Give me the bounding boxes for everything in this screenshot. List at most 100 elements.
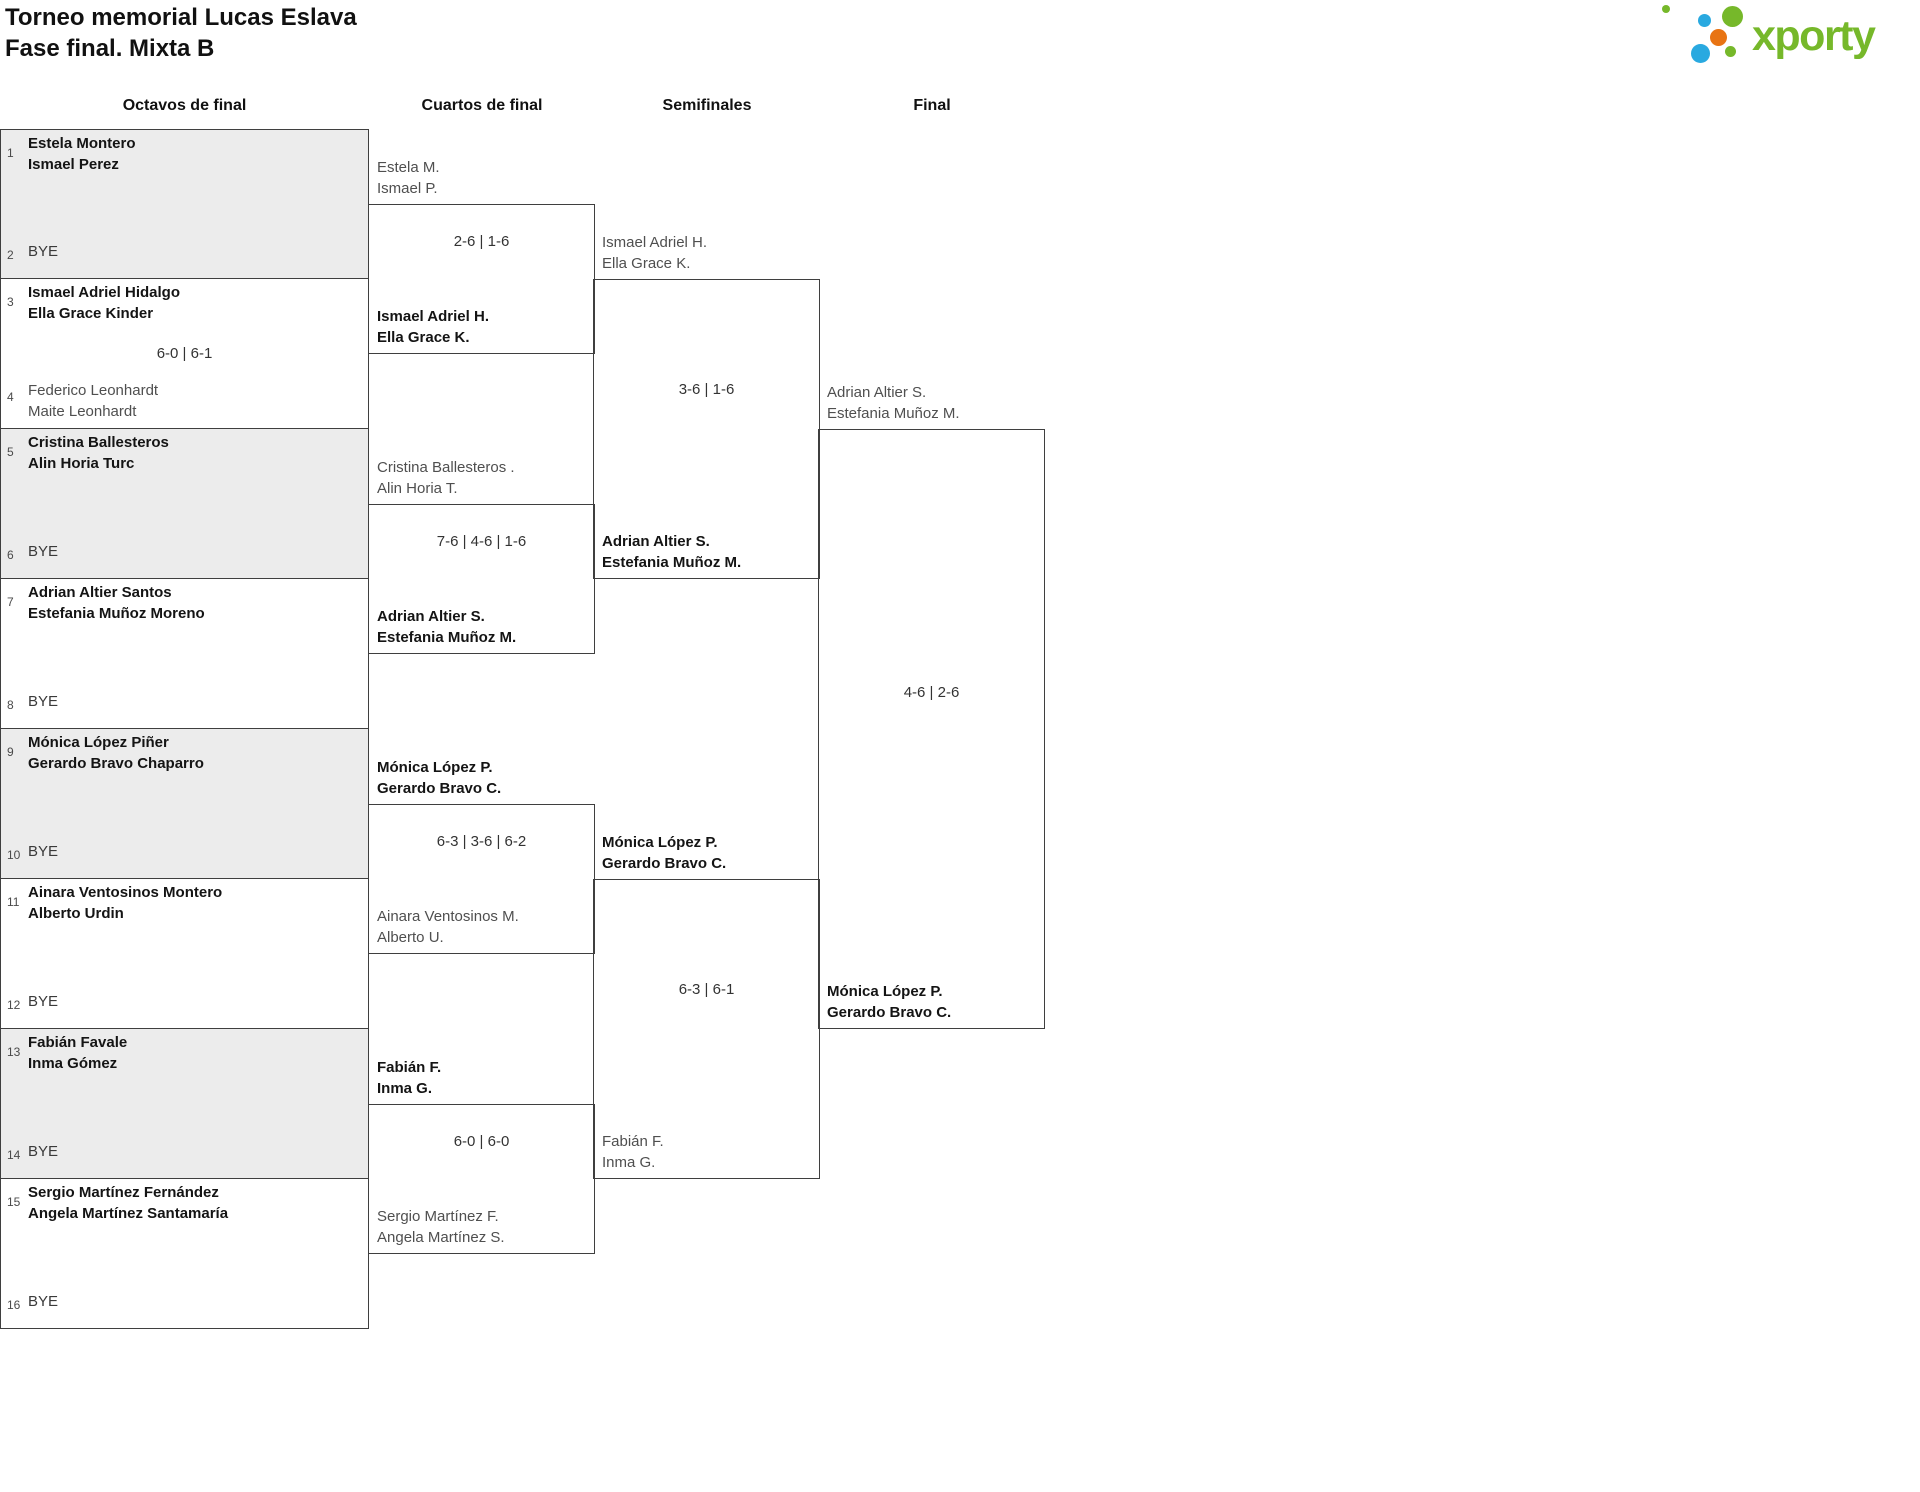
xporty-logo[interactable] — [1655, 0, 1920, 75]
player-name: Estela M. — [377, 159, 440, 176]
seed-number: 8 — [7, 698, 14, 712]
player-name: Federico Leonhardt — [28, 382, 159, 399]
seed-number: 13 — [7, 1045, 21, 1059]
logo-dot-blue-small — [1698, 14, 1711, 27]
team-label-sf1-top: Ismael Adriel H. Ella Grace K. — [602, 232, 817, 274]
player-name: Ainara Ventosinos Montero — [28, 884, 223, 901]
team-label-qf2-top: Cristina Ballesteros . Alin Horia T. — [377, 457, 592, 499]
player-name: Alin Horia Turc — [28, 455, 135, 472]
player-name: Adrian Altier S. — [602, 533, 710, 550]
match-box-final — [818, 429, 1045, 1029]
r16-block-5: 9 Mónica López Piñer Gerardo Bravo Chapa… — [0, 729, 369, 879]
player-name: Ismael Adriel H. — [602, 234, 708, 251]
team-label-qf4-top: Fabián F. Inma G. — [377, 1057, 592, 1099]
player-name: Estela Montero — [28, 135, 136, 152]
team-label-qf3-top: Mónica López P. Gerardo Bravo C. — [377, 757, 592, 799]
seed-number: 16 — [7, 1298, 21, 1312]
player-name: Ella Grace K. — [377, 329, 470, 346]
seed-number: 15 — [7, 1195, 21, 1209]
match-box-qf4 — [368, 1104, 595, 1254]
seed-number: 11 — [7, 895, 20, 909]
phase-name: Fase final. Mixta B — [5, 35, 215, 62]
score-sf1: 3-6 | 1-6 — [678, 381, 735, 398]
match-box-qf2 — [368, 504, 595, 654]
r16-block-1: 1 Estela Montero Ismael Perez 2 BYE — [0, 129, 369, 279]
team-slot-3: 3 Ismael Adriel Hidalgo Ella Grace Kinde… — [1, 282, 368, 324]
bye-slot-16: 16 BYE — [1, 1292, 368, 1312]
team-slot-7: 7 Adrian Altier Santos Estefania Muñoz M… — [1, 582, 368, 624]
player-name: Gerardo Bravo C. — [827, 1004, 952, 1021]
team-label-qf4-bottom: Sergio Martínez F. Angela Martínez S. — [377, 1206, 592, 1248]
player-name: Alberto U. — [377, 929, 444, 946]
player-name: Ella Grace K. — [602, 255, 691, 272]
player-name: Ismael P. — [377, 180, 438, 197]
player-name: Fabián F. — [377, 1059, 442, 1076]
r16-block-2: 3 Ismael Adriel Hidalgo Ella Grace Kinde… — [0, 279, 369, 429]
team-label-qf2-bottom: Adrian Altier S. Estefania Muñoz M. — [377, 606, 592, 648]
logo-dot-orange — [1710, 29, 1727, 46]
match-score-r16: 6-0 | 6-1 — [156, 345, 213, 362]
player-name: Gerardo Bravo C. — [602, 855, 727, 872]
seed-number: 4 — [7, 390, 14, 404]
seed-number: 3 — [7, 295, 14, 309]
player-name: Gerardo Bravo C. — [377, 780, 502, 797]
logo-wordmark: xporty — [1752, 12, 1876, 60]
player-name: Adrian Altier Santos — [28, 584, 172, 601]
r16-block-6: 11 Ainara Ventosinos Montero Alberto Urd… — [0, 879, 369, 1029]
player-name: Sergio Martínez F. — [377, 1208, 499, 1225]
team-slot-4: 4 Federico Leonhardt Maite Leonhardt — [1, 380, 368, 422]
player-name: Alin Horia T. — [377, 480, 458, 497]
seed-number: 9 — [7, 745, 14, 759]
team-slot-13: 13 Fabián Favale Inma Gómez — [1, 1032, 368, 1074]
r16-block-8: 15 Sergio Martínez Fernández Angela Mart… — [0, 1179, 369, 1329]
player-name: Mónica López P. — [377, 759, 493, 776]
player-name: Ismael Adriel H. — [377, 308, 489, 325]
player-name: Alberto Urdin — [28, 905, 124, 922]
bye-slot-2: 2 BYE — [1, 242, 368, 262]
bye-label: BYE — [28, 693, 59, 710]
player-name: Inma Gómez — [28, 1055, 118, 1072]
bye-slot-6: 6 BYE — [1, 542, 368, 562]
score-qf2: 7-6 | 4-6 | 1-6 — [436, 533, 527, 550]
seed-number: 7 — [7, 595, 14, 609]
player-name: Adrian Altier S. — [827, 384, 927, 401]
page-title: Torneo memorial Lucas Eslava Fase final.… — [5, 2, 357, 64]
score-qf4: 6-0 | 6-0 — [453, 1133, 510, 1150]
bye-label: BYE — [28, 543, 59, 560]
player-name: Fabián F. — [602, 1133, 664, 1150]
round-header-octavos: Octavos de final — [122, 97, 247, 114]
player-name: Estefania Muñoz Moreno — [28, 605, 205, 622]
player-name: Ella Grace Kinder — [28, 305, 154, 322]
player-name: Maite Leonhardt — [28, 403, 137, 420]
seed-number: 6 — [7, 548, 14, 562]
round-header-final: Final — [913, 97, 951, 114]
team-label-qf1-bottom: Ismael Adriel H. Ella Grace K. — [377, 306, 592, 348]
bye-slot-10: 10 BYE — [1, 842, 368, 862]
team-slot-11: 11 Ainara Ventosinos Montero Alberto Urd… — [1, 882, 368, 924]
player-name: Angela Martínez S. — [377, 1229, 505, 1246]
player-name: Cristina Ballesteros . — [377, 459, 515, 476]
bye-label: BYE — [28, 843, 59, 860]
player-name: Estefania Muñoz M. — [827, 405, 960, 422]
player-name: Estefania Muñoz M. — [377, 629, 517, 646]
player-name: Sergio Martínez Fernández — [28, 1184, 219, 1201]
player-name: Mónica López Piñer — [28, 734, 169, 751]
player-name: Inma G. — [377, 1080, 433, 1097]
logo-dot-green-tiny — [1662, 5, 1670, 13]
round-header-cuartos: Cuartos de final — [421, 97, 543, 114]
r16-block-4: 7 Adrian Altier Santos Estefania Muñoz M… — [0, 579, 369, 729]
player-name: Gerardo Bravo Chaparro — [28, 755, 204, 772]
tournament-name: Torneo memorial Lucas Eslava — [5, 4, 357, 31]
player-name: Angela Martínez Santamaría — [28, 1205, 229, 1222]
player-name: Ismael Perez — [28, 156, 119, 173]
player-name: Fabián Favale — [28, 1034, 128, 1051]
bye-label: BYE — [28, 1143, 59, 1160]
team-label-sf2-top: Mónica López P. Gerardo Bravo C. — [602, 832, 817, 874]
bye-label: BYE — [28, 1293, 59, 1310]
player-name: Mónica López P. — [827, 983, 943, 1000]
seed-number: 12 — [7, 998, 21, 1012]
team-slot-1: 1 Estela Montero Ismael Perez — [1, 133, 368, 175]
bye-label: BYE — [28, 243, 59, 260]
team-label-final-bottom: Mónica López P. Gerardo Bravo C. — [827, 981, 1042, 1023]
player-name: Estefania Muñoz M. — [602, 554, 742, 571]
